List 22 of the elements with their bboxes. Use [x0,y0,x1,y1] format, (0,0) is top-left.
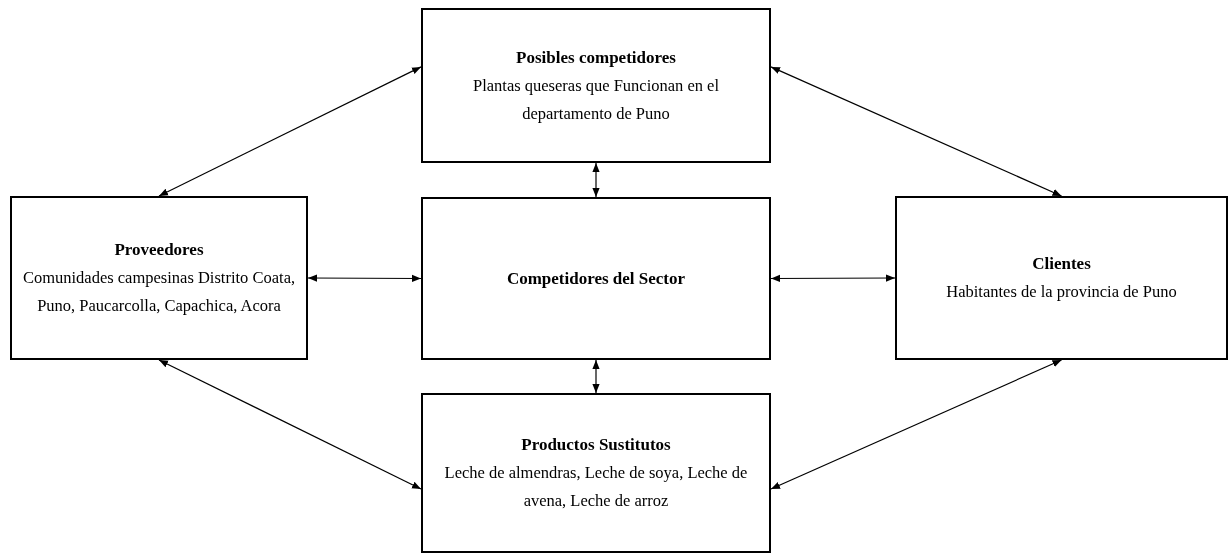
box-text: Comunidades campesinas Distrito Coata, Puno, Paucarcolla, Capachica, Acora [21,267,297,317]
double-arrow [158,66,422,197]
box-heading: Clientes [1032,253,1091,275]
double-arrow [770,66,1063,197]
double-arrow [592,359,600,394]
text-box [421,393,771,553]
box-text: Habitantes de la provincia de Puno [946,281,1177,303]
double-arrow [307,274,422,283]
double-arrow [770,359,1063,490]
text-box [421,197,771,360]
text-box [895,196,1228,360]
double-arrow [770,274,896,283]
text-box [10,196,308,360]
box-heading: Proveedores [114,239,204,261]
box-text: Plantas queseras que Funcionan en el departamento de Puno [471,74,721,125]
double-arrow [158,359,422,490]
box-text: Leche de almendras, Leche de soya, Leche de avena, Leche de arroz [443,462,749,512]
box-heading: Productos Sustitutos [521,434,671,456]
box-heading: Posibles competidores [516,46,676,69]
text-box [421,8,771,163]
double-arrow [592,162,600,198]
box-heading: Competidores del Sector [506,267,686,290]
